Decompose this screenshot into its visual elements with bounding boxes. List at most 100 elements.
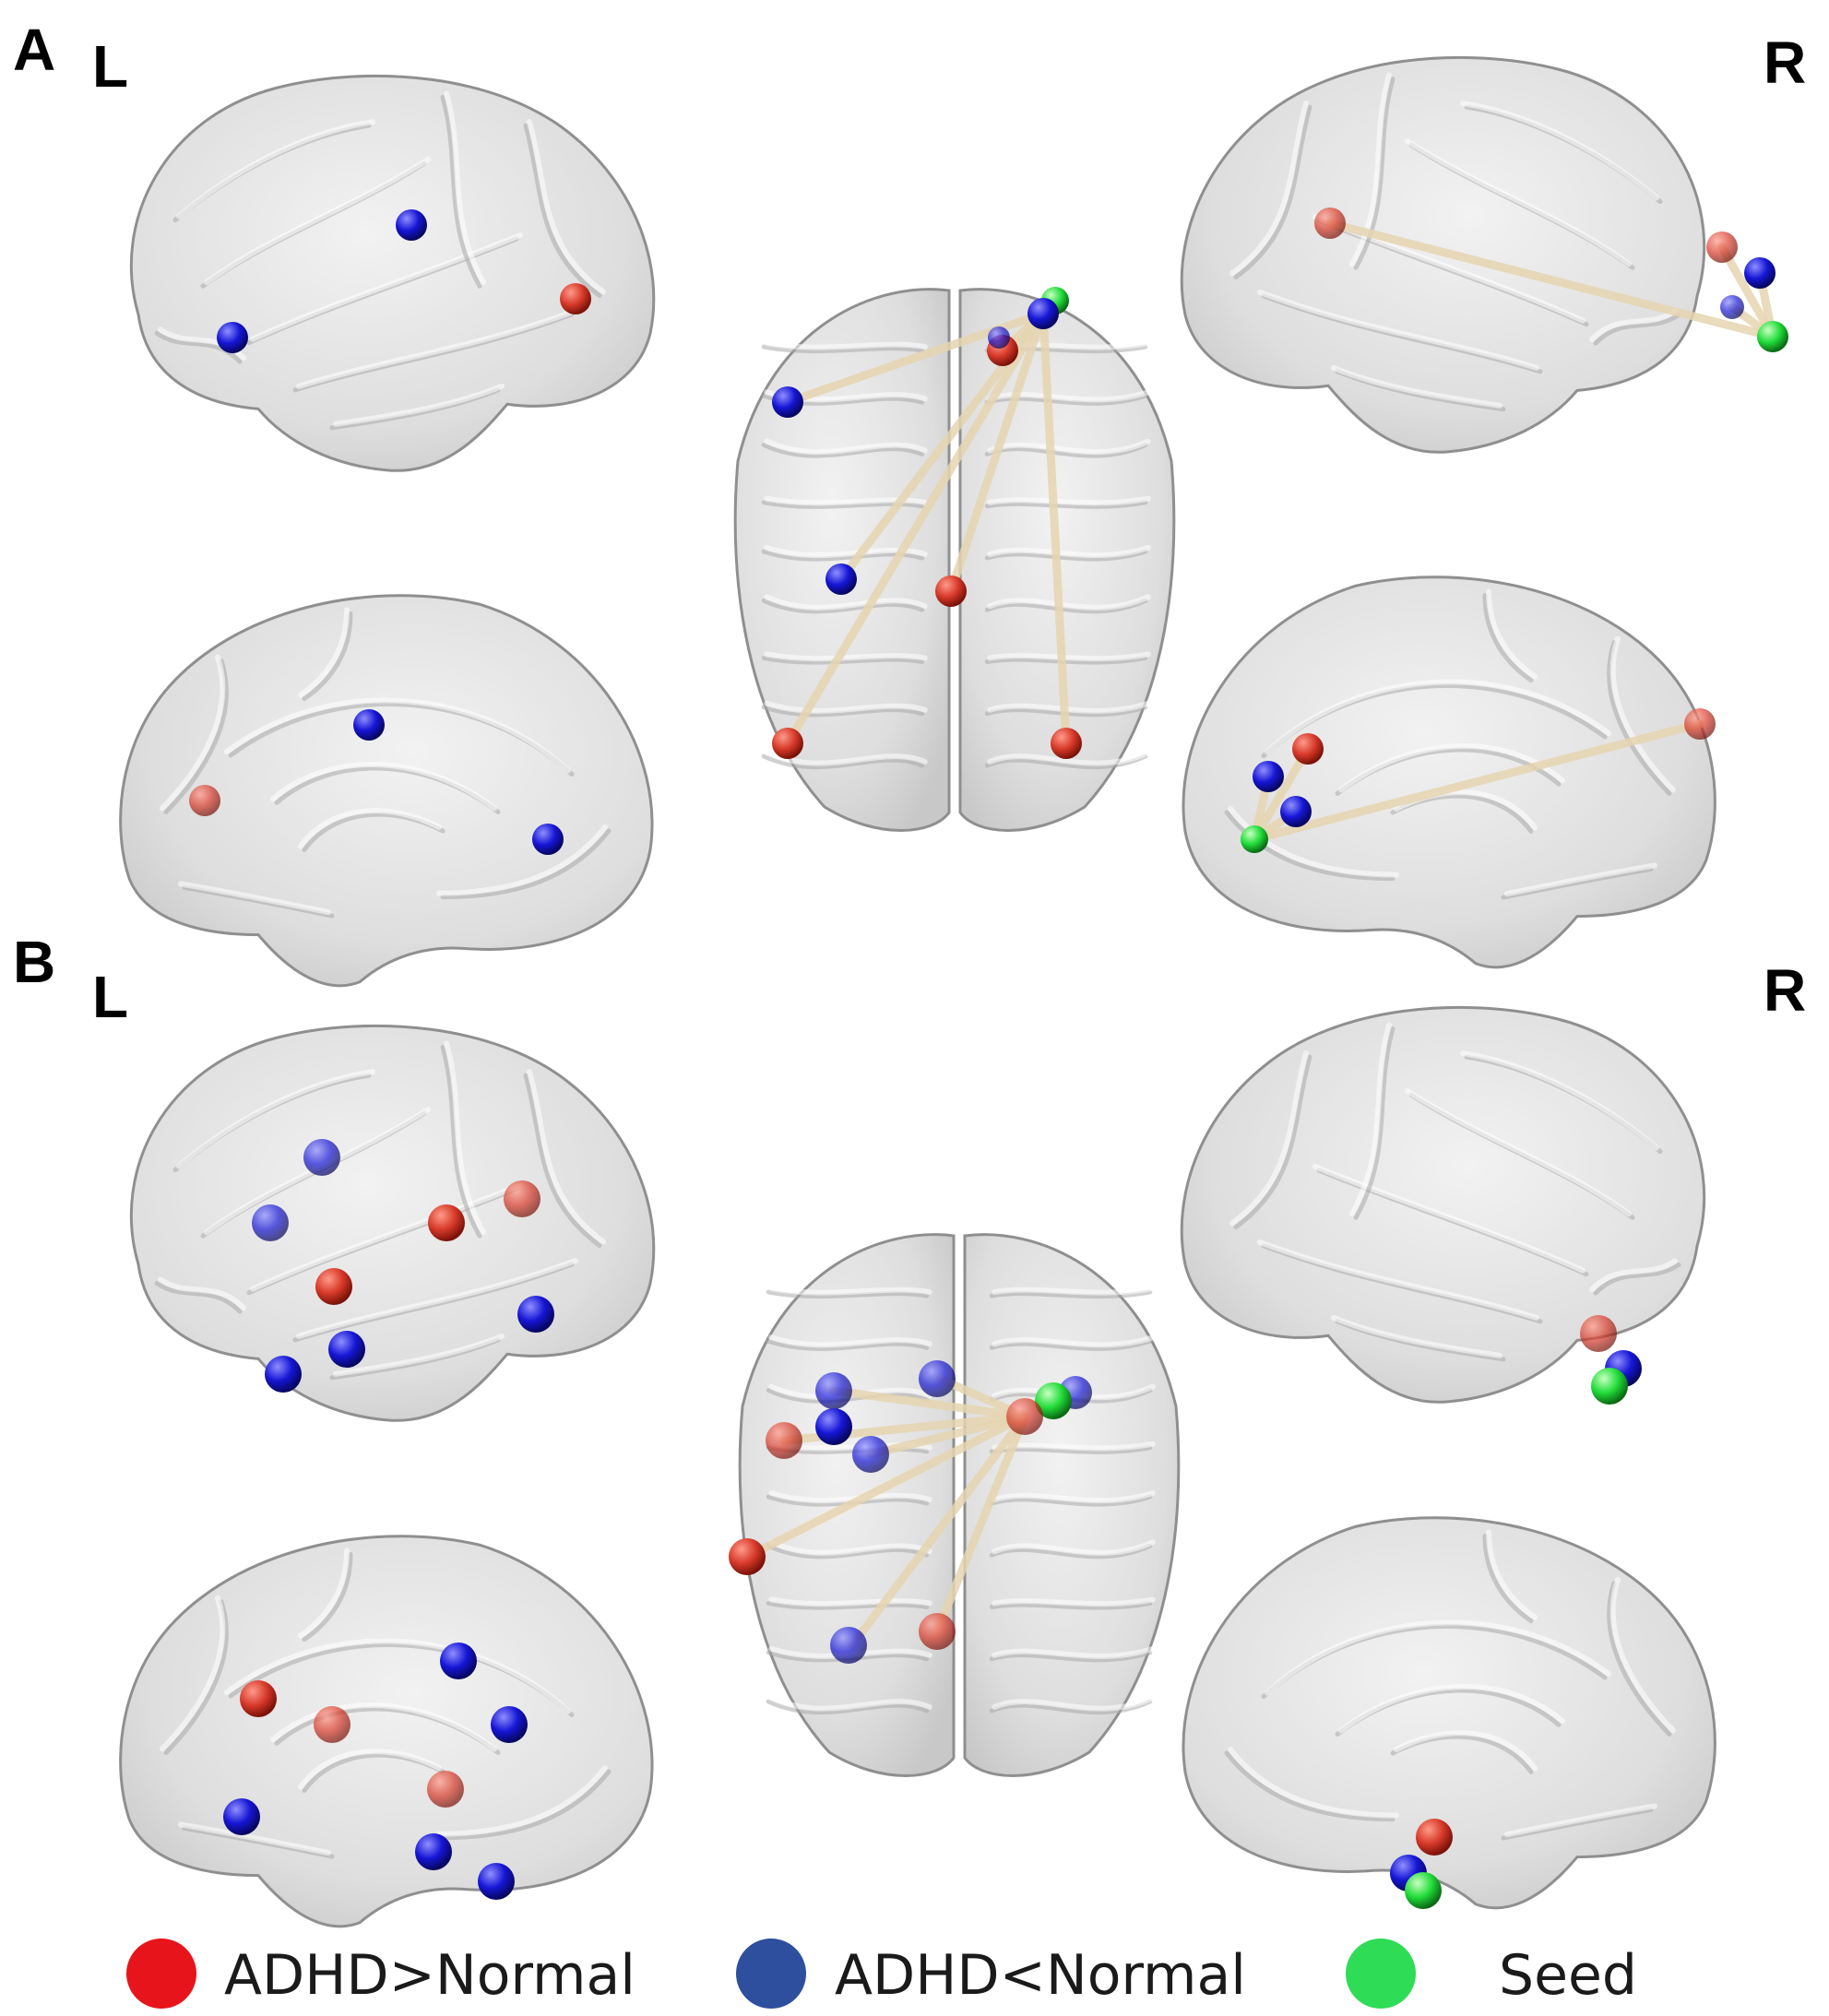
gyrus-highlight (992, 1645, 1156, 1659)
gyrus-line (1607, 1581, 1672, 1737)
gyrus-highlight (764, 594, 928, 611)
gyrus-highlight (992, 1490, 1156, 1504)
gyrus-line (1482, 592, 1534, 683)
seed-node (1591, 1368, 1628, 1405)
decrease-node (396, 209, 427, 241)
seed-node (1035, 1382, 1072, 1419)
panel-a-letter: A (13, 17, 55, 83)
increase-node (1706, 231, 1738, 263)
panel-b-left-lateral-brain (129, 1024, 656, 1422)
gyrus-line (989, 1650, 1153, 1663)
gyrus-highlight (1229, 101, 1309, 277)
gyrus-highlight (436, 824, 608, 896)
increase-node (729, 1538, 766, 1575)
decrease-node (415, 1833, 452, 1870)
gyrus-highlight (1257, 289, 1539, 371)
decrease-node (1280, 796, 1312, 827)
decrease-node (815, 1372, 852, 1409)
legend-swatch-increase (126, 1939, 196, 2009)
increase-node (314, 1706, 350, 1743)
connection-edge (829, 1386, 1029, 1421)
panel-a-axial-brain (733, 288, 1176, 832)
gyrus-line (182, 884, 335, 919)
gyrus-line (984, 393, 1148, 406)
gyrus-highlight (176, 119, 375, 219)
gyrus-highlight (764, 495, 928, 506)
decrease-node (217, 322, 248, 353)
decrease-node (988, 326, 1010, 349)
gyrus-highlight (250, 1182, 523, 1292)
gyrus-highlight (1609, 635, 1676, 793)
gyrus-line (1501, 1807, 1654, 1841)
gyrus-highlight (987, 545, 1151, 559)
gyrus-highlight (270, 1702, 497, 1752)
gyrus-line (1593, 312, 1681, 346)
increase-node (504, 1180, 540, 1217)
gyrus-highlight (1338, 1684, 1565, 1734)
gyrus-highlight (992, 1334, 1156, 1348)
gyrus-highlight (1405, 1088, 1632, 1217)
decrease-node (252, 1204, 289, 1241)
gyrus-highlight (1460, 101, 1659, 201)
gyrus-line (440, 828, 612, 900)
panel-b-right-lateral-brain (1180, 1005, 1706, 1404)
gyrus-highlight (178, 881, 331, 916)
increase-node (1684, 708, 1716, 740)
gyrus-highlight (204, 157, 431, 286)
gyrus-line (302, 1551, 353, 1642)
panel-a-left-lateral-brain (129, 74, 656, 472)
gyrus-line (163, 658, 229, 814)
panel-b-letter: B (13, 929, 55, 995)
gyrus-line (761, 549, 925, 562)
gyrus-highlight (1460, 1050, 1659, 1151)
gyrus-line (1501, 866, 1654, 900)
gyrus-highlight (764, 438, 928, 456)
connection-edge (866, 1412, 1029, 1459)
gyrus-highlight (764, 545, 928, 559)
gyrus-highlight (298, 808, 442, 849)
connection-edge (1039, 309, 1071, 748)
gyrus-line (766, 1601, 930, 1610)
gyrus-highlight (1405, 138, 1632, 267)
decrease-node (1253, 761, 1284, 792)
gyrus-line (766, 1699, 930, 1715)
increase-node (772, 728, 803, 759)
gyrus-highlight (768, 1596, 932, 1607)
gyrus-line (984, 753, 1148, 770)
gyrus-line (989, 1543, 1153, 1559)
gyrus-highlight (436, 1764, 608, 1837)
gyrus-line (989, 1601, 1153, 1610)
gyrus-highlight (1486, 1529, 1538, 1620)
decrease-node (852, 1436, 889, 1473)
gyrus-highlight (270, 762, 497, 812)
gyrus-line (1593, 1262, 1681, 1296)
gyrus-line (761, 344, 925, 354)
gyrus-highlight (1265, 679, 1611, 755)
gyrus-line (523, 123, 602, 298)
gyrus-highlight (224, 697, 571, 774)
gyrus-line (302, 611, 353, 702)
gyrus-highlight (1504, 1803, 1657, 1838)
panel-b-right-label: R (1764, 957, 1806, 1024)
increase-node (1292, 733, 1324, 765)
connection-edge (742, 1412, 1029, 1561)
gyrus-highlight (768, 1334, 932, 1348)
decrease-node (478, 1863, 515, 1900)
gyrus-highlight (1609, 1576, 1676, 1734)
decrease-node (517, 1296, 554, 1333)
gyrus-line (154, 1280, 243, 1314)
gyrus-highlight (992, 1596, 1156, 1607)
brain-outline (1182, 1516, 1716, 1910)
panel-b-right-medial-brain (1182, 1516, 1716, 1910)
legend-label-increase: ADHD>Normal (224, 1943, 635, 2008)
gyrus-line (1353, 76, 1396, 270)
decrease-node (1027, 298, 1059, 329)
decrease-node (1720, 295, 1744, 319)
brain-outline (119, 1535, 654, 1928)
legend-label-seed: Seed (1499, 1943, 1637, 2008)
decrease-node (223, 1798, 260, 1835)
gyrus-highlight (1257, 1239, 1539, 1321)
connection-edge (1250, 744, 1312, 844)
gyrus-highlight (527, 119, 606, 295)
